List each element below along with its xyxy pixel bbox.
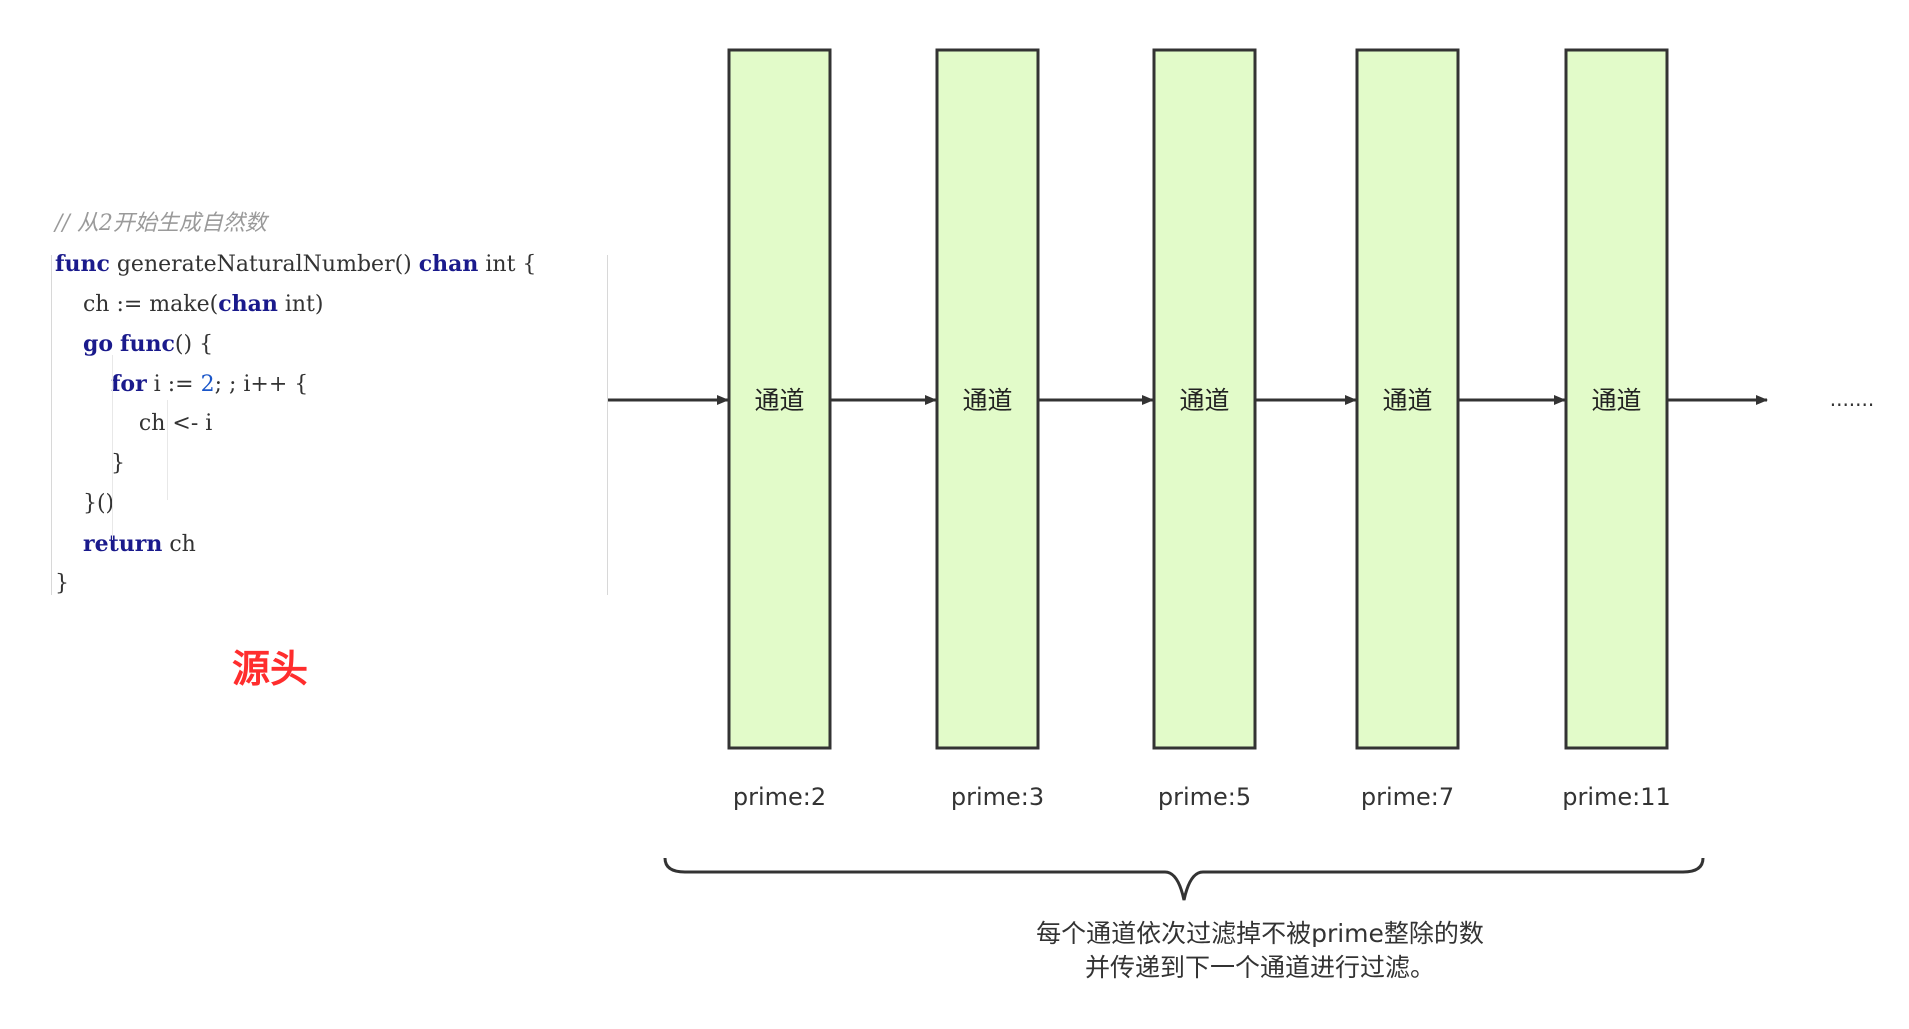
code-token: return <box>82 531 163 557</box>
channel-box <box>935 48 1040 750</box>
prime-label: prime:2 <box>733 783 826 811</box>
code-line: go func() { <box>55 325 213 363</box>
code-line: for i := 2; ; i++ { <box>55 365 308 403</box>
channel-3: 通道 prime:5 <box>1152 48 1257 811</box>
code-line: func generateNaturalNumber() chan int { <box>55 245 536 283</box>
prime-label: prime:3 <box>951 783 1044 811</box>
continuation-ellipsis: ....... <box>1830 387 1875 411</box>
code-token: } <box>55 571 69 596</box>
code-comment: // 从2开始生成自然数 <box>55 211 267 236</box>
code-token: chan <box>218 291 278 317</box>
channel-box <box>1355 48 1460 750</box>
code-token: 2 <box>200 372 215 397</box>
code-token: generateNaturalNumber() <box>109 252 419 277</box>
code-indent-guide <box>51 255 52 595</box>
code-token: ch <- i <box>55 411 213 436</box>
code-token: int) <box>277 292 324 317</box>
code-token: () { <box>174 332 214 357</box>
code-token: ch <box>162 532 196 557</box>
channel-label: 通道 <box>1382 386 1432 415</box>
code-token: } <box>55 451 125 476</box>
description-line-2: 并传递到下一个通道进行过滤。 <box>1085 953 1435 982</box>
prime-label: prime:5 <box>1158 783 1251 811</box>
code-indent-guide <box>167 400 168 500</box>
code-line: } <box>55 565 69 603</box>
code-token: }() <box>55 491 115 516</box>
code-token: chan <box>418 251 479 277</box>
channel-label: 通道 <box>1179 386 1229 415</box>
channel-2: 通道 prime:3 <box>935 48 1044 811</box>
channel-label: 通道 <box>962 386 1012 415</box>
channels: 通道 prime:2 通道 prime:3 通道 prime:5 通道 prime:7 通道 pr… <box>727 48 1671 811</box>
source-label: 源头 <box>232 647 309 691</box>
code-token: i := <box>146 372 201 397</box>
code-token: func <box>55 251 110 277</box>
prime-label: prime:7 <box>1361 783 1454 811</box>
code-token: int { <box>478 252 537 277</box>
channel-4: 通道 prime:7 <box>1355 48 1460 811</box>
description-line-1: 每个通道依次过滤掉不被prime整除的数 <box>1036 919 1484 948</box>
channel-box <box>727 48 832 750</box>
code-token: ch := make( <box>55 292 219 317</box>
channel-box <box>1564 48 1669 750</box>
code-line: ch <- i <box>55 405 212 443</box>
code-token: ; ; i++ { <box>214 372 309 397</box>
channel-box <box>1152 48 1257 750</box>
code-token: for <box>110 371 147 397</box>
code-token: func <box>120 331 175 357</box>
channel-5: 通道 prime:11 <box>1562 48 1671 811</box>
channel-label: 通道 <box>1591 386 1641 415</box>
channel-label: 通道 <box>754 386 804 415</box>
channel-1: 通道 prime:2 <box>727 48 832 811</box>
prime-label: prime:11 <box>1562 783 1671 811</box>
code-indent-guide <box>112 355 113 540</box>
grouping-brace <box>663 857 1705 901</box>
code-right-edge <box>607 255 608 595</box>
code-line: } <box>55 445 125 483</box>
code-token: go <box>82 331 114 357</box>
code-line: }() <box>55 485 114 523</box>
code-line: ch := make(chan int) <box>55 285 324 323</box>
code-line: return ch <box>55 525 196 563</box>
